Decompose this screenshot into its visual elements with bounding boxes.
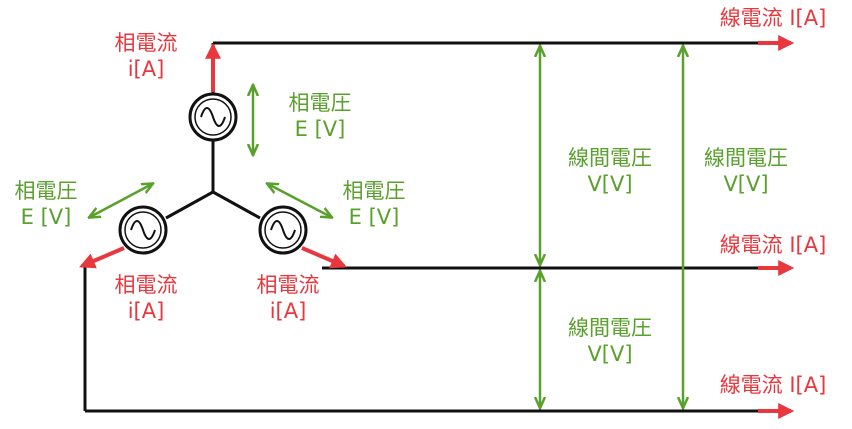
label-line-2: E [V] [348,205,400,229]
label-line-2: i[A] [127,57,165,81]
label-line-1: 相電圧 [288,91,352,115]
right-branch-wire [212,190,261,220]
label-line-1: 相電流 [256,273,320,297]
phase-current-label-left: 相電流 i[A] [104,272,188,324]
label-line-1: 相電流 [114,31,178,55]
phase-current-label-top: 相電流 i[A] [104,30,188,82]
line-current-label-2: 線電流 I[A] [719,233,827,257]
phase-voltage-label-left: 相電圧 E [V] [0,178,92,230]
ac-source-sine-icon [188,92,238,142]
ac-source-sine-icon [118,205,168,255]
label-line-2: i[A] [269,299,307,323]
label-line-1: 相電圧 [14,179,78,203]
label-line-2: E [V] [294,117,346,141]
phase-current-arrow-right [301,246,347,269]
line-voltage-label-1-2: 線間電圧 V[V] [550,145,670,197]
phase-voltage-arrow-right [268,184,331,217]
phase-current-label-right: 相電流 i[A] [246,272,330,324]
phase-voltage-label-top: 相電圧 E [V] [274,90,366,142]
line-current-label-3: 線電流 I[A] [719,373,827,397]
label-line-2: V[V] [723,172,769,196]
phase-current-arrow-left [79,246,125,269]
label-line-2: V[V] [587,342,633,366]
label-line-1: 相電流 [114,273,178,297]
line-current-label-1: 線電流 I[A] [719,6,827,30]
label-line-2: V[V] [587,172,633,196]
ac-source-sine-icon [258,205,308,255]
label-line-1: 相電圧 [342,179,406,203]
label-line-2: i[A] [127,299,165,323]
label-line-1: 線間電圧 [704,146,788,170]
line-voltage-label-2-3: 線間電圧 V[V] [550,315,670,367]
left-branch-wire [165,190,214,220]
line-voltage-label-1-3: 線間電圧 V[V] [686,145,806,197]
phase-voltage-arrow-left [90,184,152,217]
label-line-2: E [V] [20,205,72,229]
label-line-1: 線間電圧 [568,146,652,170]
label-line-1: 線間電圧 [568,316,652,340]
phase-voltage-label-right: 相電圧 E [V] [328,178,420,230]
